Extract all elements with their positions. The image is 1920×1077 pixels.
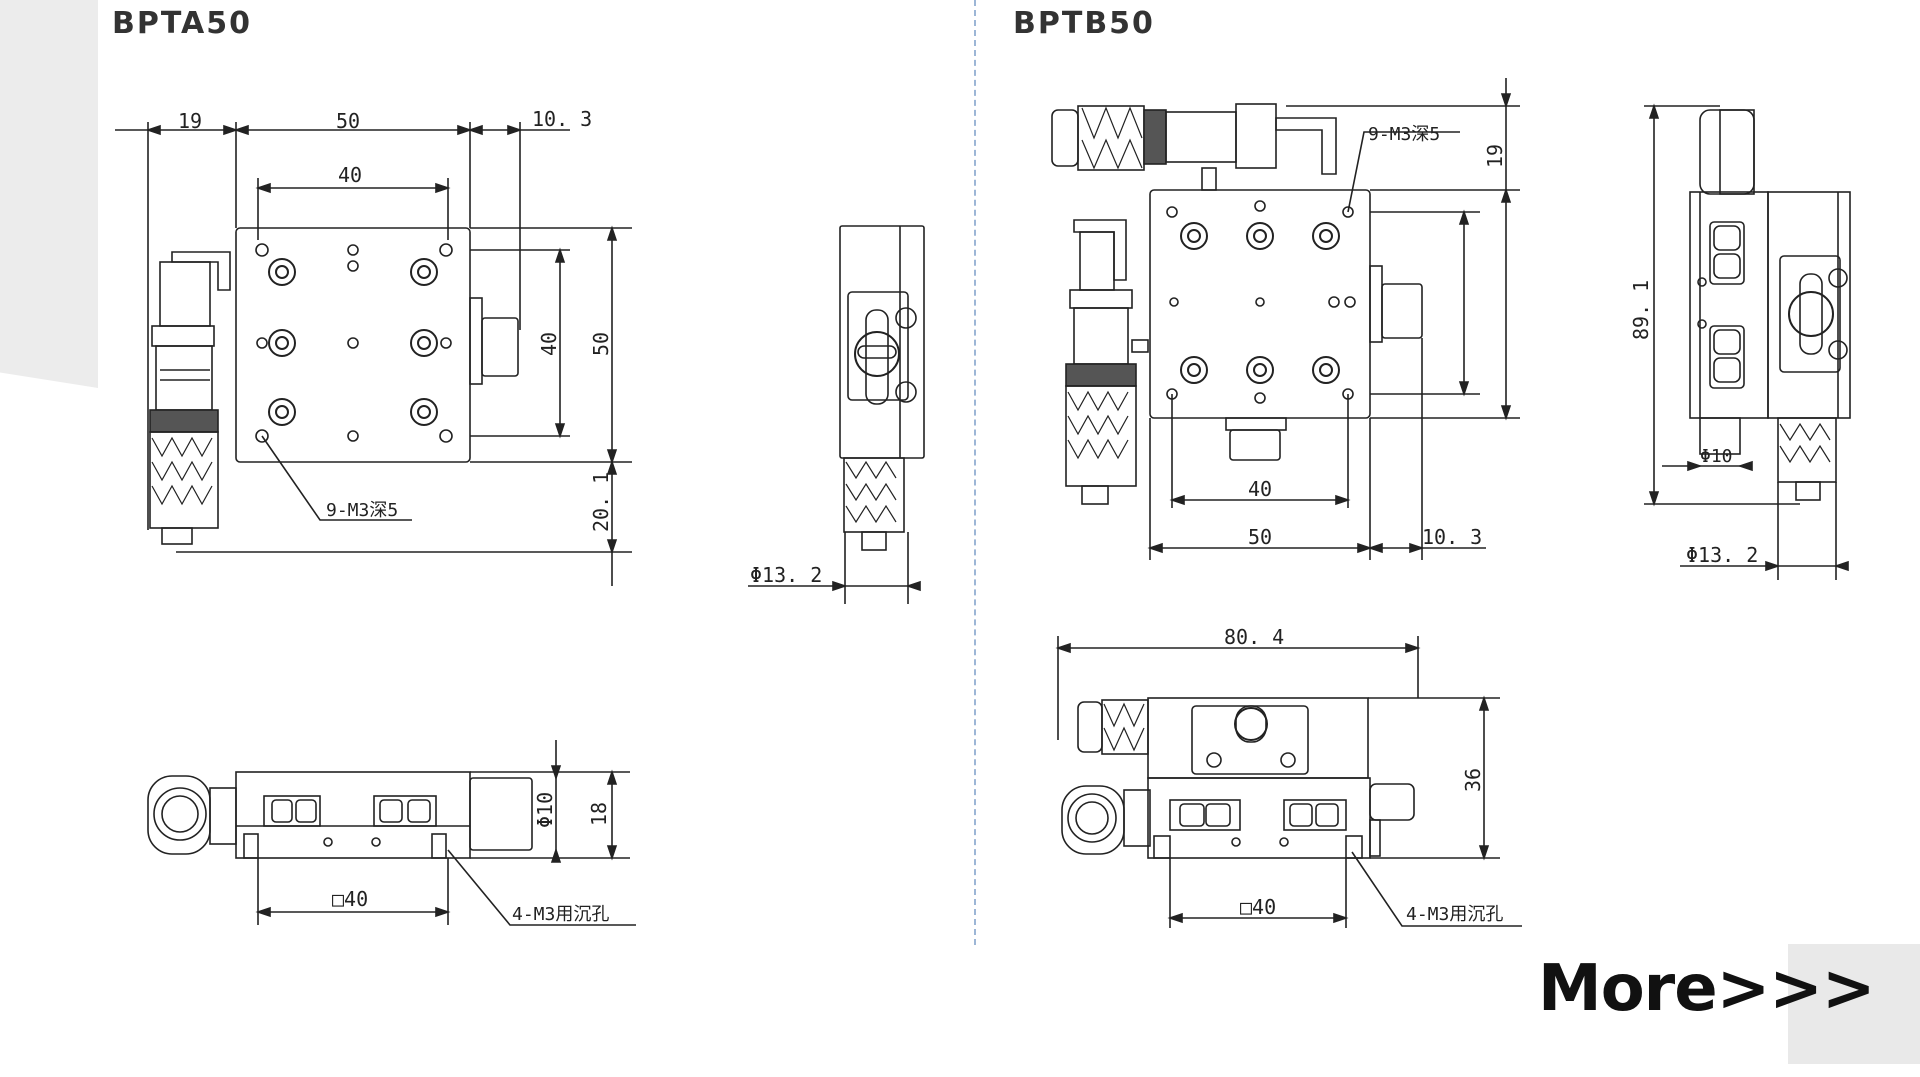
bptb50-front-view	[1055, 636, 1522, 928]
dim-a-19: 19	[178, 109, 202, 133]
dim-b-h19: 19	[1483, 144, 1507, 168]
label-b-counterbore: 4-M3用沉孔	[1406, 904, 1503, 925]
label-a-holes: 9-M3深5	[326, 500, 398, 521]
dim-a-sq40: □40	[332, 887, 368, 911]
bpta50-top-view	[115, 122, 632, 586]
left-decor-panel	[0, 0, 98, 388]
dim-a-dia10: Φ10	[533, 792, 557, 828]
dim-a-h50: 50	[589, 332, 613, 356]
more-link[interactable]: More>>>	[1538, 952, 1875, 1026]
right-decor-panel	[1788, 944, 1920, 1064]
dim-a-h18: 18	[587, 802, 611, 826]
dim-a-h20-1: 20. 1	[589, 472, 613, 532]
bptb50-side-view	[1644, 103, 1851, 580]
model-title-bpta50: BPTA50	[112, 6, 252, 41]
label-a-counterbore: 4-M3用沉孔	[512, 904, 609, 925]
dim-b-dia13-2: Φ13. 2	[1686, 543, 1758, 567]
dim-a-dia13-2: Φ13. 2	[750, 563, 822, 587]
dim-a-10-3: 10. 3	[532, 107, 592, 131]
bptb50-top-view	[1051, 78, 1520, 560]
bpta50-side-view	[748, 225, 925, 604]
bpta50-front-view	[147, 740, 636, 926]
dim-a-50: 50	[336, 109, 360, 133]
label-b-holes: 9-M3深5	[1368, 124, 1440, 145]
dim-a-h40: 40	[537, 332, 561, 356]
dim-b-10-3: 10. 3	[1422, 525, 1482, 549]
dim-b-h89-1: 89. 1	[1629, 280, 1653, 340]
model-title-bptb50: BPTB50	[1013, 6, 1155, 41]
dim-a-40: 40	[338, 163, 362, 187]
dim-b-h36: 36	[1461, 768, 1485, 792]
dim-b-40: 40	[1248, 477, 1272, 501]
dim-b-80-4: 80. 4	[1224, 625, 1284, 649]
dim-b-50: 50	[1248, 525, 1272, 549]
dim-b-sq40: □40	[1240, 895, 1276, 919]
dim-b-dia10: Φ10	[1700, 446, 1733, 467]
section-divider	[974, 0, 976, 945]
